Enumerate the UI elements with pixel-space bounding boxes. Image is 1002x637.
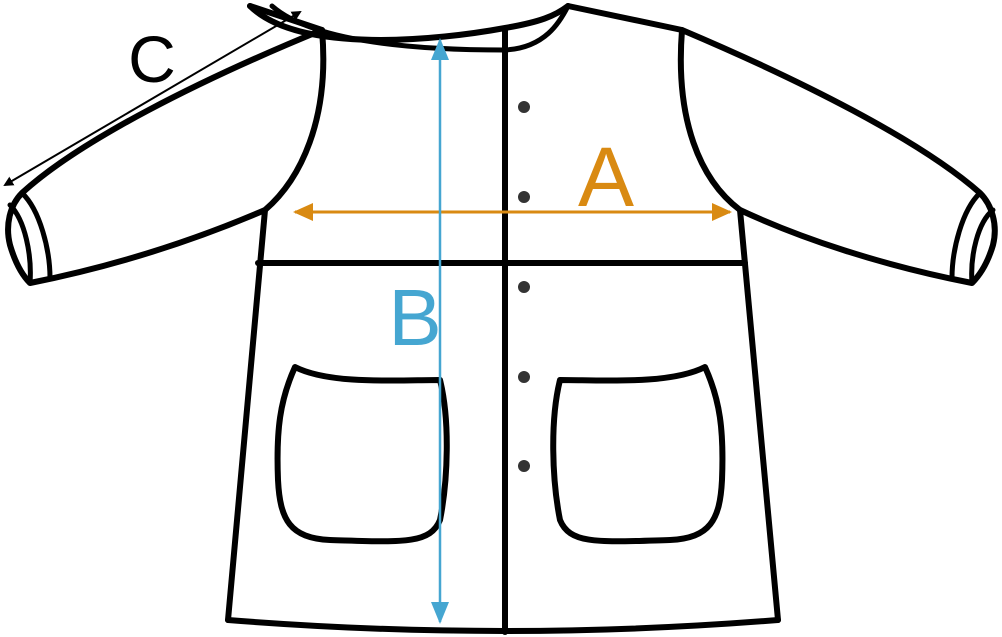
body-left-side <box>225 207 268 623</box>
sleeve-length-arrow <box>3 10 302 187</box>
label-a: A <box>578 130 634 224</box>
right-pocket <box>550 364 726 545</box>
right-sleeve <box>677 27 998 286</box>
body-length-arrowhead-top <box>431 38 449 60</box>
body-right-side <box>737 207 781 623</box>
right-shoulder <box>565 3 685 33</box>
label-c: C <box>128 22 176 96</box>
label-b: B <box>388 273 441 362</box>
buttons <box>518 101 530 472</box>
left-pocket <box>274 364 450 545</box>
body-length-arrowhead-bottom <box>431 602 449 624</box>
